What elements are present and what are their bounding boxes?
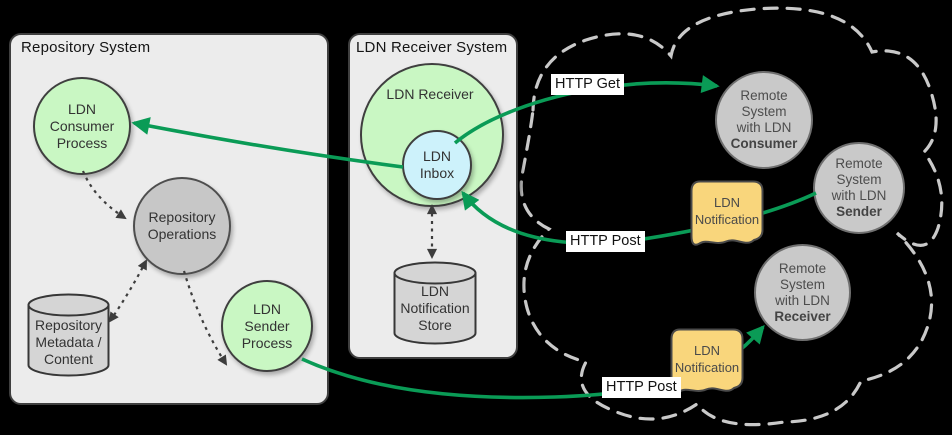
ldn-consumer-process-label: LDN Consumer Process (49, 100, 115, 151)
remote-receiver-role: Receiver (774, 308, 831, 324)
ldn-notification-note-2: LDN Notification (670, 328, 744, 398)
remote-sender-role: Sender (836, 204, 882, 219)
ldn-consumer-process-circle: LDN Consumer Process (33, 77, 131, 175)
remote-consumer-label: Remote System with LDN (736, 88, 792, 135)
ldn-inbox-label: LDN Inbox (419, 148, 455, 181)
database-cylinder-icon (27, 293, 110, 377)
ldn-receiver-system-title: LDN Receiver System (356, 39, 508, 56)
remote-receiver-label: Remote System with LDN (775, 260, 830, 308)
ldn-receiver-label: LDN Receiver (386, 86, 474, 102)
ldn-sender-process-label: LDN Sender Process (241, 300, 293, 351)
repository-operations-circle: Repository Operations (133, 177, 231, 275)
ldn-notification-note-1: LDN Notification (690, 180, 764, 250)
repository-operations-label: Repository Operations (147, 209, 217, 242)
ldn-sender-process-circle: LDN Sender Process (221, 280, 313, 372)
ldn-notification-store-cylinder: LDN Notification Store (393, 261, 477, 345)
repository-metadata-label: Repository Metadata / Content (35, 317, 102, 367)
http-post-label-1: HTTP Post (566, 231, 645, 252)
ldn-inbox-circle: LDN Inbox (402, 130, 472, 200)
remote-consumer-role: Consumer (730, 136, 798, 151)
http-get-label: HTTP Get (551, 74, 624, 95)
http-post-label-2: HTTP Post (602, 377, 681, 398)
remote-sender-label: Remote System with LDN (831, 156, 887, 203)
ldn-notification-2-label: LDN Notification (674, 343, 740, 375)
repository-system-title: Repository System (21, 39, 151, 56)
ldn-notification-1-label: LDN Notification (694, 195, 760, 227)
repository-metadata-cylinder: Repository Metadata / Content (27, 293, 110, 377)
ldn-notification-store-label: LDN Notification Store (400, 283, 470, 333)
